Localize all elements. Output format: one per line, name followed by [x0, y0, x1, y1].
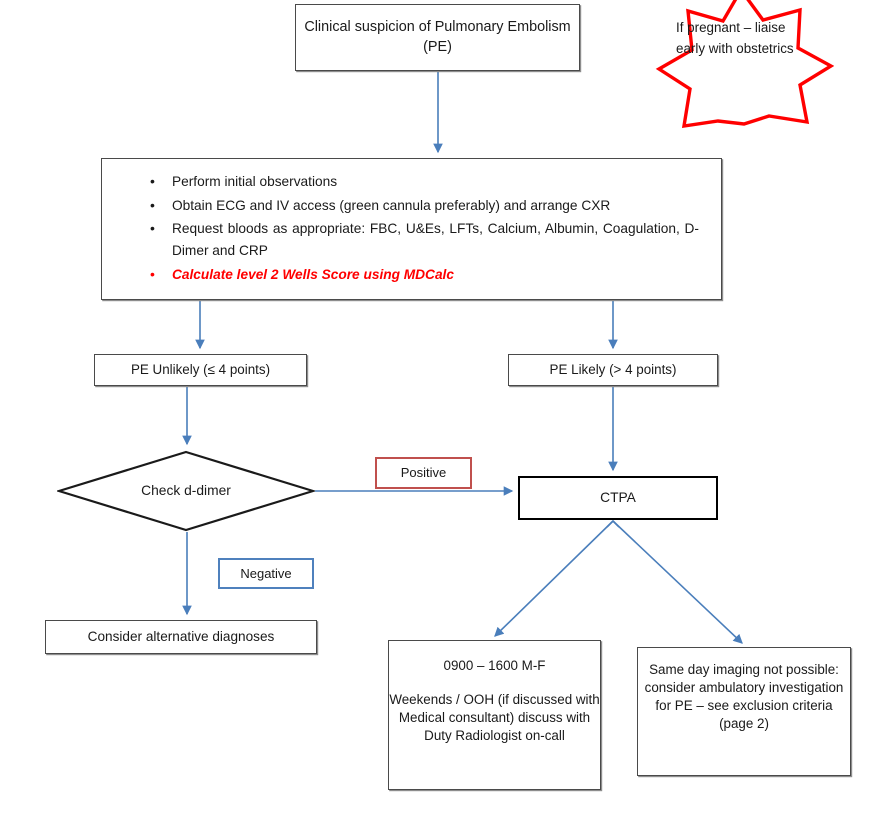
callout-pregnancy-label: If pregnant – liaise early with obstetri…: [676, 20, 794, 56]
node-clinical-suspicion-label: Clinical suspicion of Pulmonary Embolism…: [304, 19, 571, 55]
edge-ctpa-fan-origin-marker: [606, 519, 620, 528]
node-ctpa[interactable]: CTPA: [518, 476, 718, 520]
node-initial-actions[interactable]: Perform initial observations Obtain ECG …: [101, 158, 722, 300]
node-ambulatory-investigation-label: Same day imaging not possible: consider …: [644, 662, 844, 732]
node-ctpa-label: CTPA: [600, 489, 636, 505]
node-pe-likely-label: PE Likely (> 4 points): [549, 361, 677, 377]
node-radiology-hours[interactable]: 0900 – 1600 M-F Weekends / OOH (if discu…: [388, 640, 601, 790]
callout-pregnancy-star[interactable]: If pregnant – liaise early with obstetri…: [648, 0, 834, 129]
node-pe-likely[interactable]: PE Likely (> 4 points): [508, 354, 718, 386]
edge-label-negative[interactable]: Negative: [218, 558, 314, 589]
edge-label-negative-text: Negative: [240, 565, 292, 581]
list-item: Request bloods as appropriate: FBC, U&Es…: [150, 217, 707, 261]
node-alternative-diagnoses[interactable]: Consider alternative diagnoses: [45, 620, 317, 654]
node-radiology-hours-line1: 0900 – 1600 M-F: [443, 658, 546, 673]
node-pe-unlikely[interactable]: PE Unlikely (≤ 4 points): [94, 354, 307, 386]
star-icon: [655, 0, 834, 129]
node-radiology-hours-line2: Weekends / OOH (if discussed with Medica…: [389, 692, 600, 744]
node-check-ddimer-label: Check d-dimer: [141, 482, 231, 498]
node-clinical-suspicion[interactable]: Clinical suspicion of Pulmonary Embolism…: [295, 4, 580, 71]
diamond-shape: [57, 450, 315, 532]
edge-label-positive-text: Positive: [400, 465, 447, 481]
initial-actions-list: Perform initial observations Obtain ECG …: [116, 170, 707, 286]
list-item: Obtain ECG and IV access (green cannula …: [150, 194, 707, 217]
list-item: Perform initial observations: [150, 170, 707, 193]
edge-label-positive[interactable]: Positive: [375, 457, 472, 489]
edge-ctpa-to-radiology-hours: [494, 520, 614, 637]
list-item-wells-score: Calculate level 2 Wells Score using MDCa…: [150, 263, 707, 286]
spacer: [389, 675, 600, 691]
node-ambulatory-investigation[interactable]: Same day imaging not possible: consider …: [637, 647, 851, 776]
node-pe-unlikely-label: PE Unlikely (≤ 4 points): [130, 361, 271, 377]
node-alternative-diagnoses-label: Consider alternative diagnoses: [87, 628, 275, 644]
node-check-ddimer[interactable]: Check d-dimer: [57, 450, 315, 532]
edge-ctpa-to-ambulatory: [612, 520, 743, 644]
